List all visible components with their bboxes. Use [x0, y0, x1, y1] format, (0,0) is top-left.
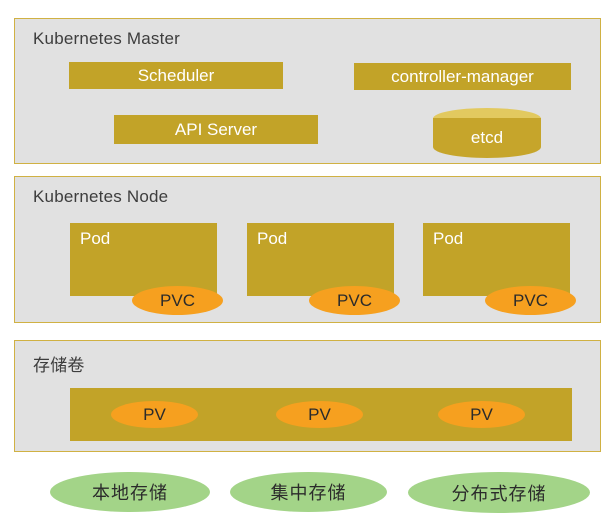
kubernetes-master-section: Kubernetes Master Scheduler controller-m… [14, 18, 601, 164]
local-storage-ellipse: 本地存储 [50, 472, 210, 512]
kubernetes-node-section: Kubernetes Node Pod PVC Pod PVC Pod PVC [14, 176, 601, 323]
pvc-ellipse: PVC [309, 286, 400, 315]
pod-1: Pod PVC [70, 223, 223, 315]
pv-ellipse: PV [111, 401, 198, 428]
pod-label: Pod [80, 229, 111, 248]
master-section-title: Kubernetes Master [33, 29, 181, 48]
storage-volume-section: 存储卷 PV PV PV [14, 340, 601, 452]
pod-box [423, 223, 570, 296]
pod-label: Pod [257, 229, 288, 248]
centralized-storage-ellipse: 集中存储 [230, 472, 387, 512]
controller-manager-box: controller-manager [354, 63, 571, 90]
pod-label: Pod [433, 229, 464, 248]
pv-bar: PV PV PV [70, 388, 572, 441]
pod-box [247, 223, 394, 296]
pv-ellipse: PV [276, 401, 363, 428]
etcd-cylinder: etcd [433, 108, 541, 158]
pvc-ellipse: PVC [132, 286, 223, 315]
node-section-title: Kubernetes Node [33, 187, 169, 206]
pod-box [70, 223, 217, 296]
pod-2: Pod PVC [247, 223, 400, 315]
api-server-box: API Server [114, 115, 318, 144]
pvc-ellipse: PVC [485, 286, 576, 315]
distributed-storage-ellipse: 分布式存储 [408, 472, 590, 513]
pv-ellipse: PV [438, 401, 525, 428]
etcd-label: etcd [433, 118, 541, 158]
storage-section-title: 存储卷 [33, 356, 85, 375]
scheduler-box: Scheduler [69, 62, 283, 89]
pod-3: Pod PVC [423, 223, 576, 315]
